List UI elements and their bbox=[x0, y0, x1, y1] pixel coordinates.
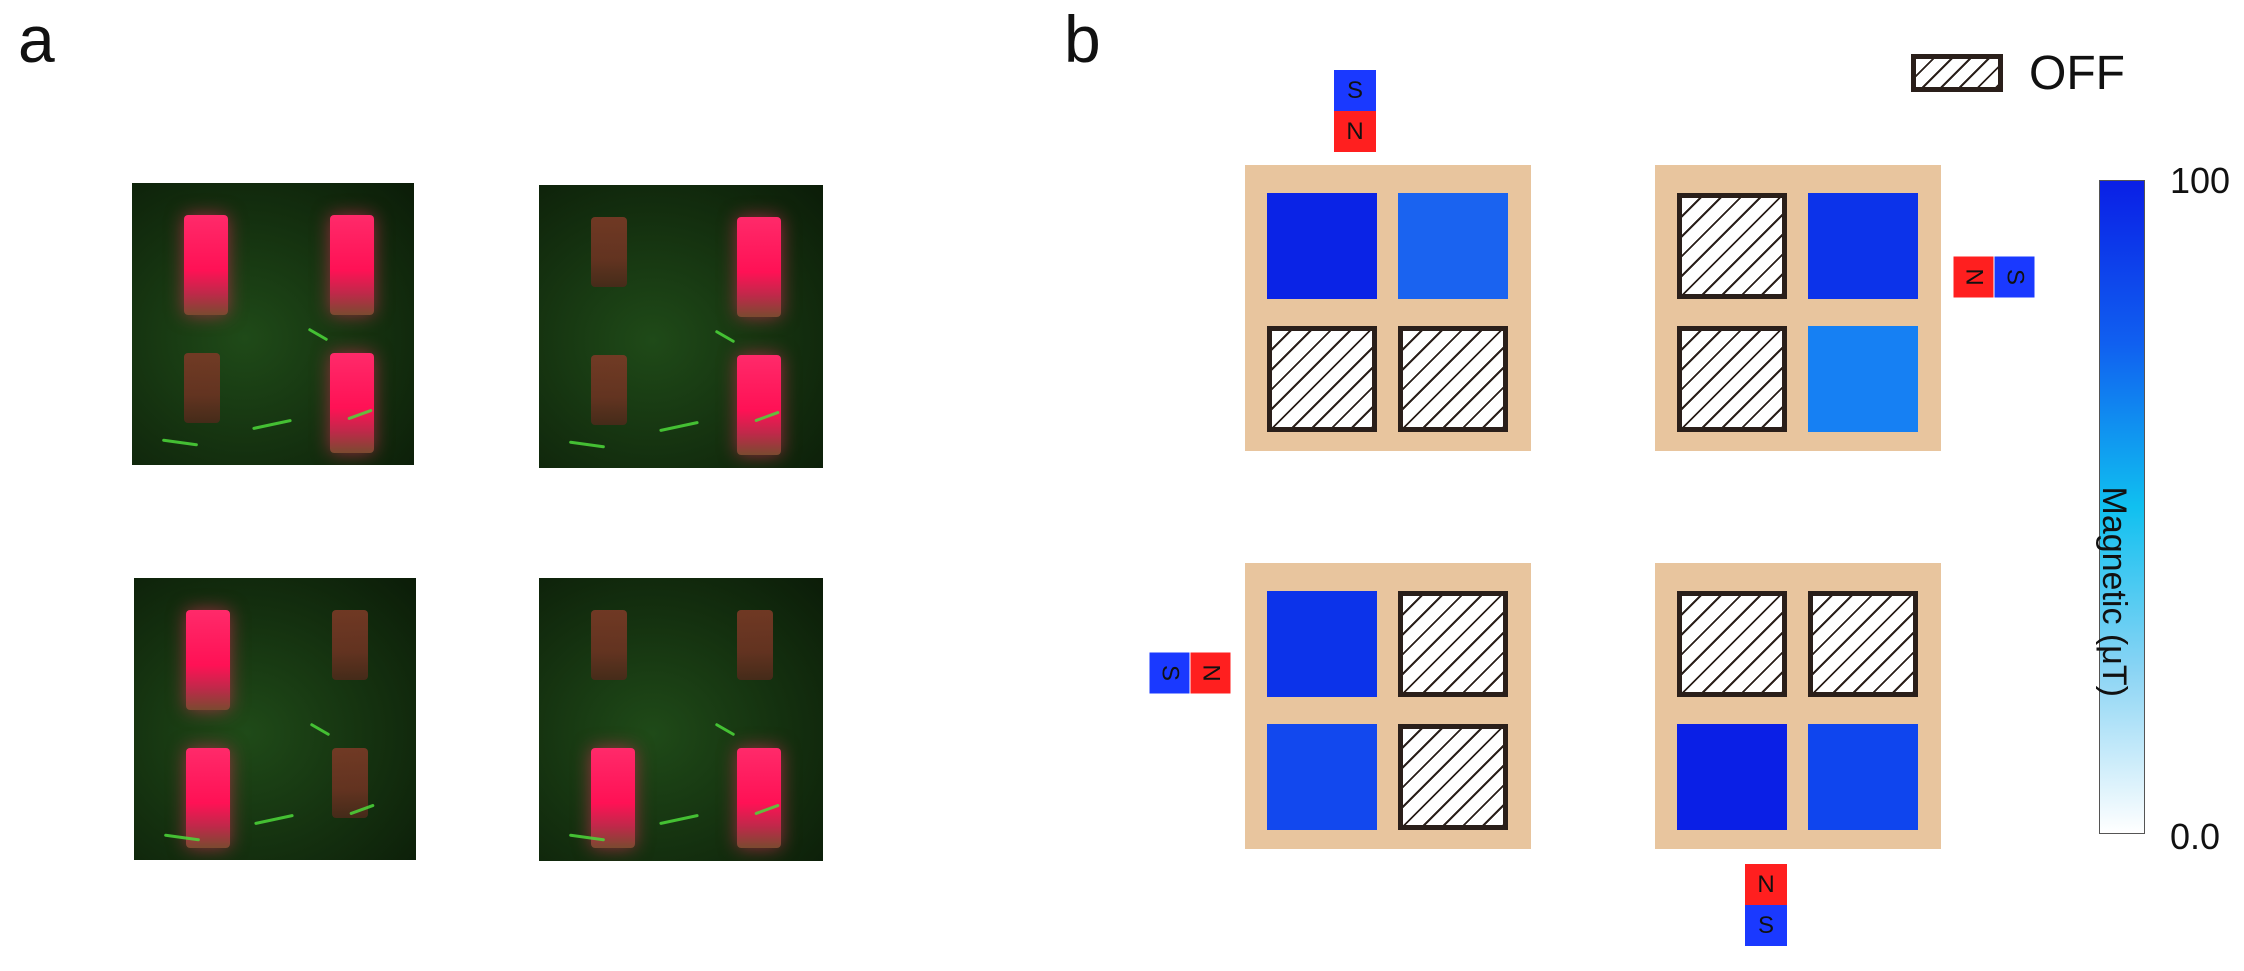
board-top-left bbox=[1245, 165, 1531, 451]
cell-field bbox=[1808, 326, 1918, 432]
photo-bottom-right bbox=[539, 578, 823, 861]
colorbar bbox=[2099, 180, 2145, 834]
cell-off bbox=[1677, 193, 1787, 299]
glowing-block bbox=[330, 353, 374, 453]
dark-block bbox=[737, 610, 773, 680]
colorbar-max-label: 100 bbox=[2170, 160, 2231, 201]
photo-top-right bbox=[539, 185, 823, 468]
magnet-right: N S bbox=[1953, 256, 2035, 298]
magnet-left: S N bbox=[1149, 652, 1231, 694]
cell-off bbox=[1398, 724, 1508, 830]
light-streak bbox=[309, 722, 331, 737]
magnet-pole-north: N bbox=[1953, 256, 1994, 298]
cell-field bbox=[1677, 724, 1787, 830]
dark-block bbox=[591, 355, 627, 425]
cell-field bbox=[1267, 724, 1377, 830]
cell-off bbox=[1398, 326, 1508, 432]
light-streak bbox=[714, 722, 736, 737]
magnet-pole-south: S bbox=[1994, 256, 2035, 298]
glowing-block bbox=[330, 215, 374, 315]
magnet-pole-north: N bbox=[1334, 111, 1376, 152]
magnet-pole-south: S bbox=[1149, 652, 1190, 694]
panel-label-a: a bbox=[18, 2, 55, 76]
dark-block bbox=[332, 610, 368, 680]
glowing-block bbox=[591, 748, 635, 848]
dark-block bbox=[591, 217, 627, 287]
light-streak bbox=[714, 329, 736, 344]
light-streak bbox=[568, 440, 606, 449]
panel-label-b: b bbox=[1064, 2, 1101, 76]
off-legend: OFF bbox=[1911, 47, 2125, 100]
off-legend-swatch bbox=[1911, 54, 2003, 92]
glowing-block bbox=[184, 215, 228, 315]
magnet-pole-south: S bbox=[1745, 905, 1787, 946]
glowing-block bbox=[186, 748, 230, 848]
board-top-right bbox=[1655, 165, 1941, 451]
glowing-block bbox=[737, 748, 781, 848]
magnet-pole-north: N bbox=[1190, 652, 1231, 694]
photo-bottom-left bbox=[134, 578, 416, 860]
magnet-top: S N bbox=[1334, 70, 1376, 152]
off-legend-label: OFF bbox=[2029, 46, 2125, 100]
dark-block bbox=[184, 353, 220, 423]
dark-block bbox=[591, 610, 627, 680]
cell-field bbox=[1398, 193, 1508, 299]
cell-field bbox=[1808, 193, 1918, 299]
light-streak bbox=[161, 438, 199, 447]
light-streak bbox=[659, 813, 699, 826]
cell-off bbox=[1808, 591, 1918, 697]
glowing-block bbox=[186, 610, 230, 710]
cell-off bbox=[1677, 326, 1787, 432]
glowing-block bbox=[737, 217, 781, 317]
cell-off bbox=[1398, 591, 1508, 697]
cell-field bbox=[1808, 724, 1918, 830]
light-streak bbox=[254, 813, 294, 826]
magnet-pole-north: N bbox=[1745, 864, 1787, 905]
light-streak bbox=[307, 327, 329, 342]
cell-field bbox=[1267, 193, 1377, 299]
cell-off bbox=[1267, 326, 1377, 432]
cell-field bbox=[1267, 591, 1377, 697]
board-bottom-left bbox=[1245, 563, 1531, 849]
light-streak bbox=[659, 420, 699, 433]
board-bottom-right bbox=[1655, 563, 1941, 849]
colorbar-min-label: 0.0 bbox=[2170, 816, 2221, 857]
colorbar-title: Magnetic (μT) bbox=[2094, 486, 2133, 697]
dark-block bbox=[332, 748, 368, 818]
cell-off bbox=[1677, 591, 1787, 697]
glowing-block bbox=[737, 355, 781, 455]
photo-top-left bbox=[132, 183, 414, 465]
magnet-pole-south: S bbox=[1334, 70, 1376, 111]
magnet-bottom: N S bbox=[1745, 864, 1787, 946]
light-streak bbox=[252, 418, 292, 431]
